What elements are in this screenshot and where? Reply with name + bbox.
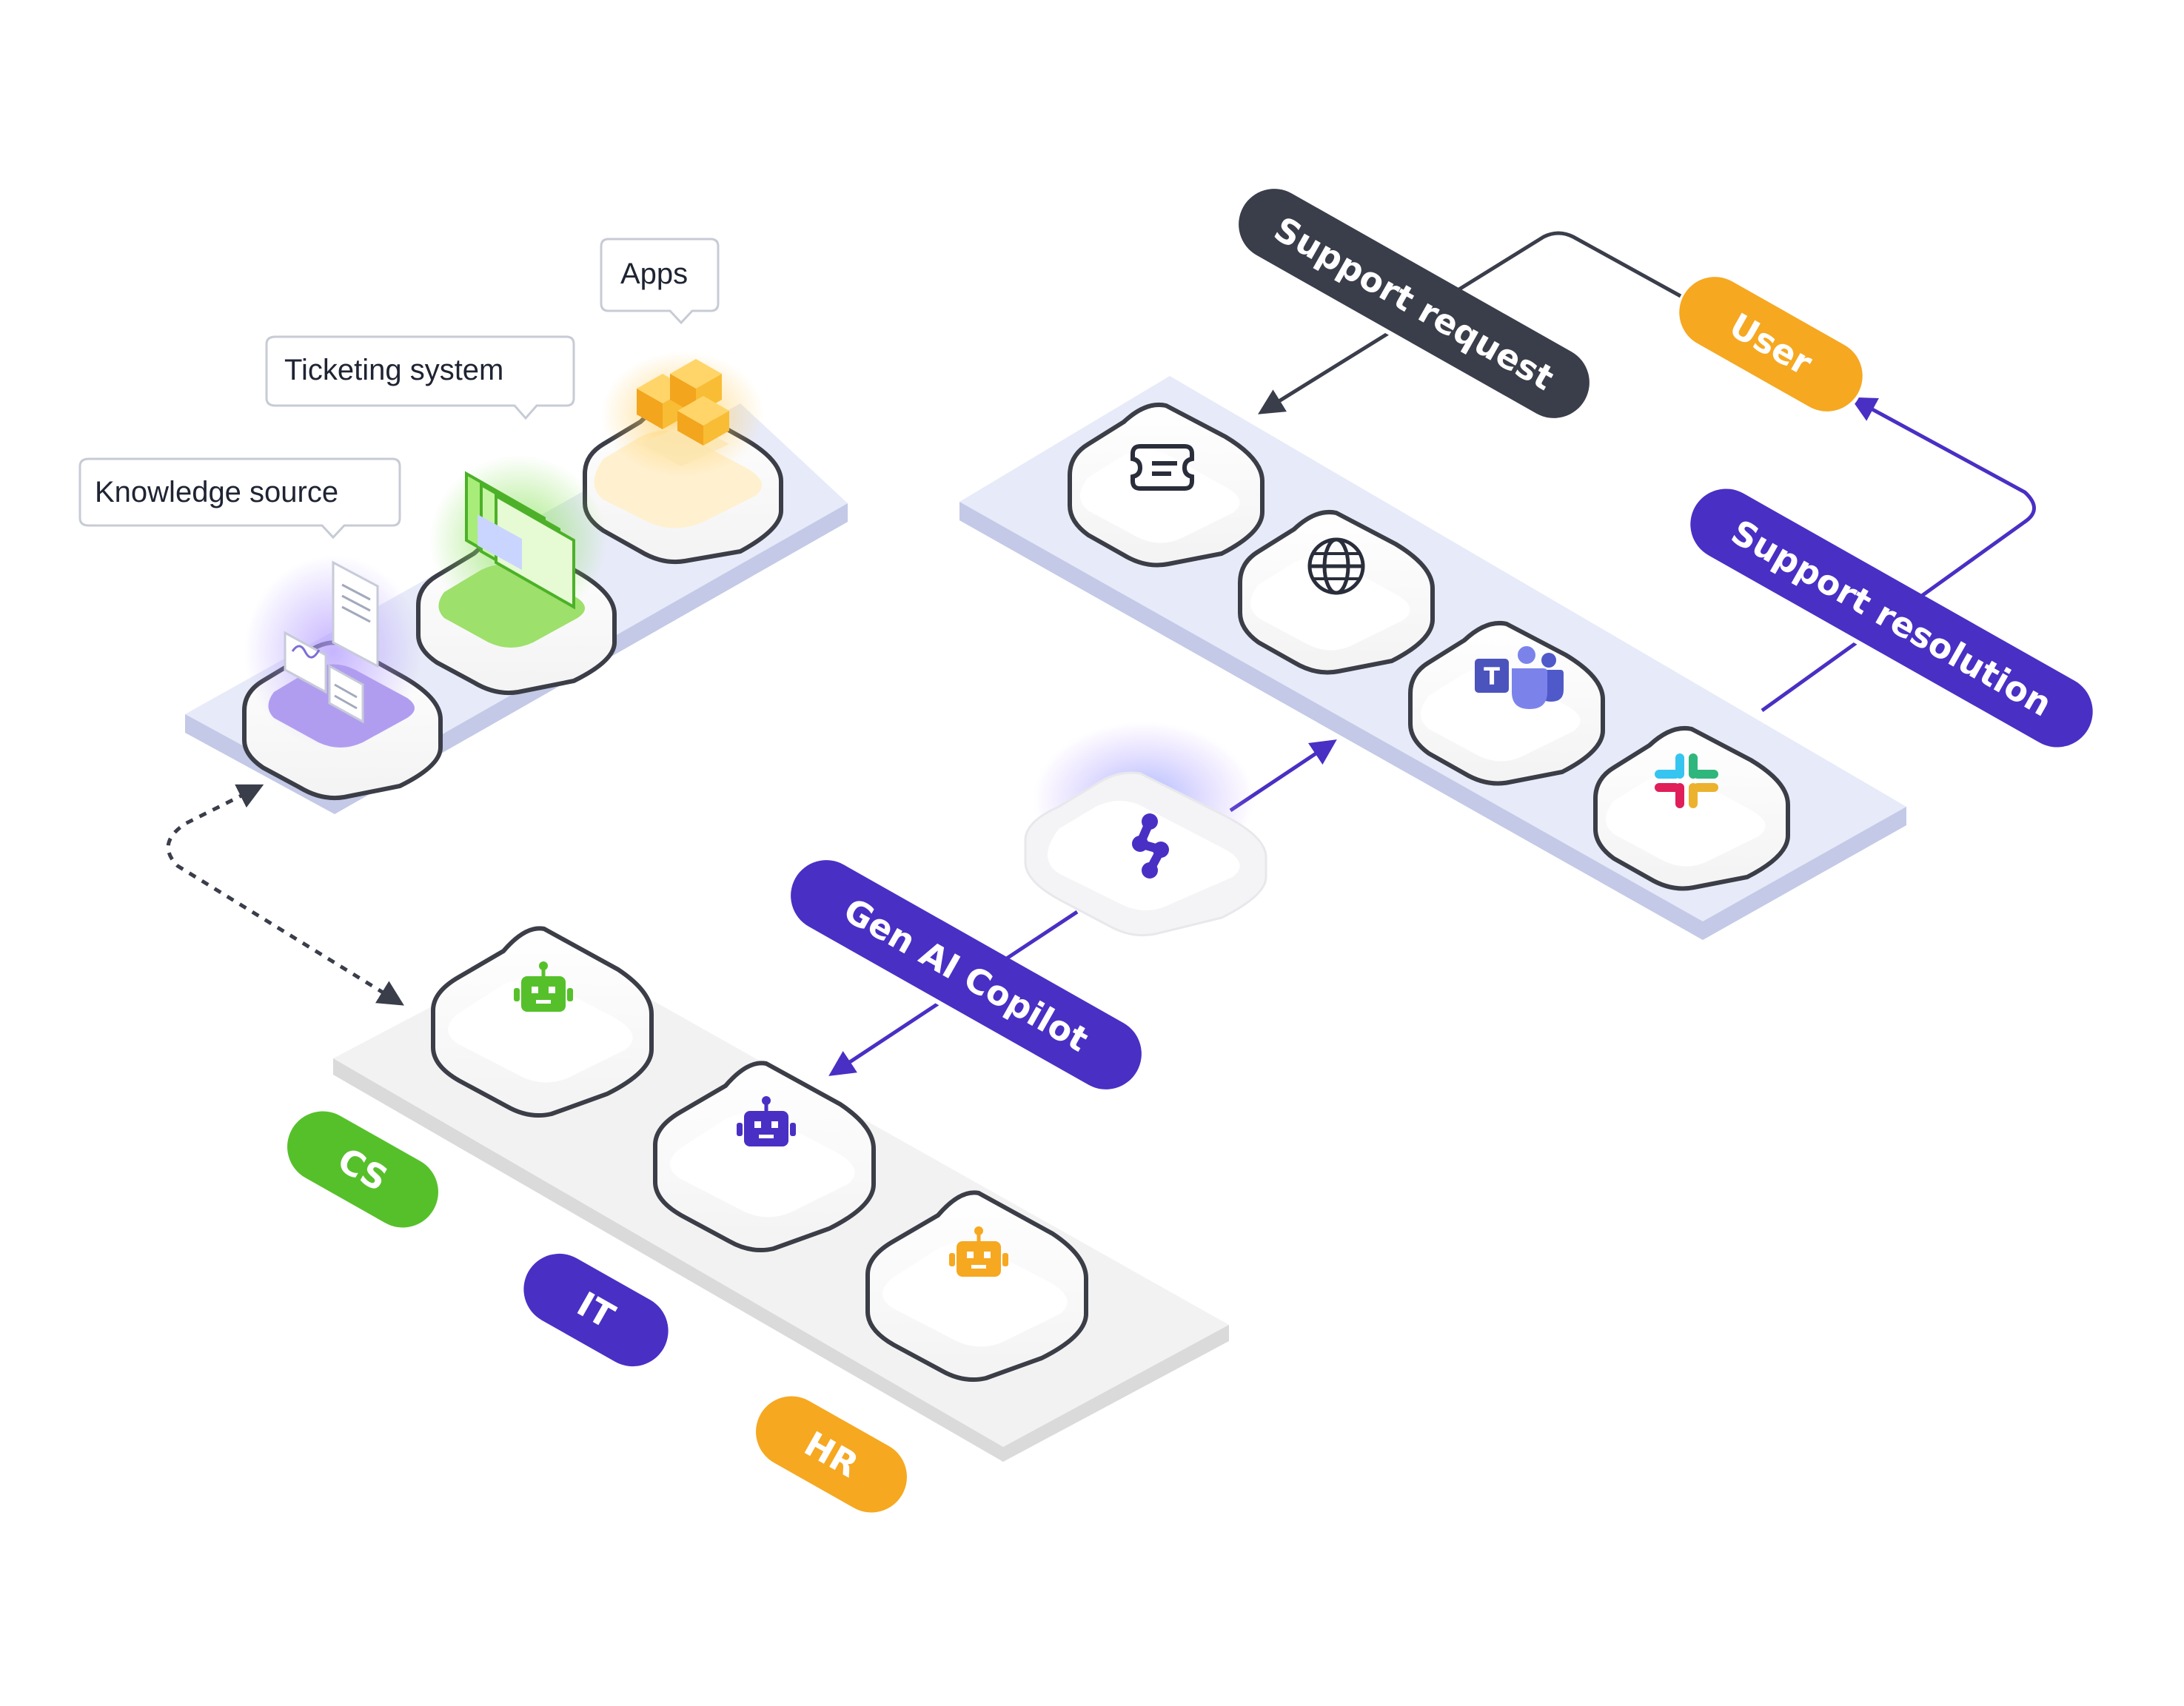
user-pill: User [1679, 277, 1863, 417]
copilot-hub [1024, 722, 1267, 937]
it-bot-tile [653, 1061, 876, 1252]
knowledge-sync-connector [166, 784, 404, 1006]
ticketing-system-callout: Ticketing system [265, 335, 575, 420]
apps-label: Apps [620, 258, 688, 290]
apps-callout: Apps [600, 238, 720, 325]
support-resolution-connector [1761, 397, 2036, 713]
svg-text:T: T [1484, 662, 1500, 691]
it-team-pill: IT [523, 1253, 669, 1372]
apps-tile [583, 352, 783, 565]
copilot-logo-icon [1132, 813, 1169, 879]
it-robot-icon [737, 1096, 796, 1146]
globe-icon [1307, 537, 1365, 595]
ticketing-system-label: Ticketing system [284, 354, 503, 386]
knowledge-source-label: Knowledge source [95, 476, 338, 508]
ticket-icon [1130, 444, 1194, 491]
support-resolution-label: Support resolution [1725, 511, 2059, 724]
cs-bot-tile [431, 926, 654, 1118]
gen-ai-copilot-label: Gen AI Copilot [837, 890, 1096, 1059]
knowledge-documents-icon [284, 560, 379, 724]
slack-channel-tile [1593, 726, 1790, 891]
support-request-label: Support request [1267, 209, 1561, 398]
ticketing-screens-icon [465, 471, 575, 610]
apps-cubes-icon [637, 359, 729, 446]
hr-bot-tile [865, 1190, 1088, 1382]
knowledge-source-callout: Knowledge source [78, 457, 401, 540]
hr-team-pill: HR [756, 1396, 908, 1518]
support-request-connector [1258, 231, 1682, 414]
support-request-pill: Support request [1239, 189, 1590, 424]
slack-icon [1655, 753, 1718, 808]
ticket-channel-tile [1068, 403, 1264, 568]
microsoft-teams-icon: T [1475, 646, 1564, 709]
cs-team-pill: CS [287, 1111, 439, 1233]
cs-robot-icon [514, 961, 573, 1012]
hr-robot-icon [949, 1226, 1008, 1277]
